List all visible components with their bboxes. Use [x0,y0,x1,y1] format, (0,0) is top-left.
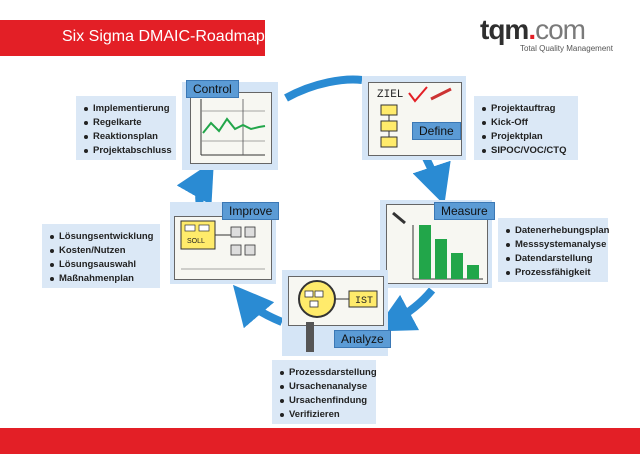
list-item: Lösungsauswahl [48,258,152,272]
list-item: Projektabschluss [82,144,172,158]
arrow-control-define [284,75,363,102]
list-item: Verifizieren [278,408,368,422]
list-item: Ursachenanalyse [278,380,368,394]
define-label: Define [412,122,461,140]
logo-com-text: com [535,14,586,45]
list-item: Reaktionsplan [82,130,168,144]
measure-info-box: Datenerhebungsplan Messsystemanalyse Dat… [498,218,610,282]
footer-bar [0,428,640,454]
list-item: Ursachenfindung [278,394,368,408]
list-item: Implementierung [82,102,170,116]
improve-info-box: Lösungsentwicklung Kosten/Nutzen Lösungs… [42,224,160,288]
list-item: Kosten/Nutzen [48,244,152,258]
list-item: Kick-Off [480,116,570,130]
list-item: Prozessfähigkeit [504,266,600,280]
logo-subtitle: Total Quality Management [520,44,613,53]
analyze-sketch-text: IST [355,296,373,307]
list-item: Maßnahmenplan [48,272,152,286]
magnifier-handle [306,322,314,352]
list-item: Messsystemanalyse [504,238,606,252]
arrow-measure-analyze [374,287,436,332]
list-item: Regelkarte [82,116,168,130]
analyze-card: IST Analyze [282,270,391,356]
title-bar: Six Sigma DMAIC-Roadmap [0,20,265,56]
define-sketch-text: ZIEL [377,89,403,101]
logo-dot: . [528,14,536,45]
list-item: Projektplan [480,130,570,144]
arrow-analyze-improve [232,284,284,329]
improve-sketch: SOLL [174,216,272,280]
analyze-magnifier-icon: IST [298,280,378,318]
define-info-box: Projektauftrag Kick-Off Projektplan SIPO… [474,96,578,160]
page-title: Six Sigma DMAIC-Roadmap [62,28,265,45]
analyze-info-box: Prozessdarstellung Ursachenanalyse Ursac… [272,360,377,424]
logo-main-text: tqm [480,14,529,45]
list-item: Datenerhebungsplan [504,224,610,238]
list-item: SIPOC/VOC/CTQ [480,144,570,158]
analyze-label: Analyze [334,330,391,348]
control-info-box: Implementierung Regelkarte Reaktionsplan… [76,96,176,160]
improve-card: SOLL Improve [170,202,280,284]
control-sketch [190,92,272,164]
measure-label: Measure [434,202,495,220]
control-label: Control [186,80,239,98]
define-flow-icon: ZIEL [377,86,452,148]
measure-card: Measure [380,200,495,288]
list-item: Lösungsentwicklung [48,230,153,244]
analyze-sketch: IST [288,276,384,326]
improve-sketch-text: SOLL [187,238,205,245]
measure-bar-chart-icon [392,211,483,280]
list-item: Projektauftrag [480,102,570,116]
improve-label: Improve [222,202,280,220]
improve-process-icon: SOLL [180,220,265,270]
list-item: Datendarstellung [504,252,600,266]
define-card: ZIEL Define [362,76,466,160]
control-chart-icon [200,99,266,156]
company-logo: tqm.com Total Quality Management [480,14,630,58]
arrow-define-measure [412,156,451,205]
list-item: Prozessdarstellung [278,366,377,380]
arrow-improve-control [176,160,214,206]
define-sketch: ZIEL [368,82,462,156]
control-card: Control [182,80,278,170]
